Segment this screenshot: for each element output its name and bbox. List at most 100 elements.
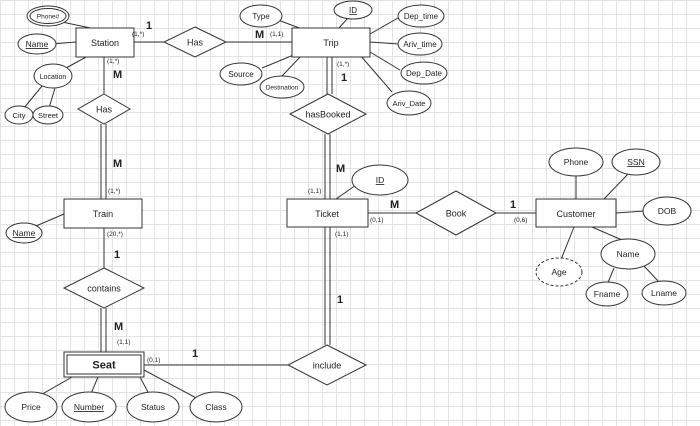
- entity-ticket-label: Ticket: [315, 209, 339, 219]
- entity-trip[interactable]: Trip: [291, 27, 371, 58]
- cardinality-seat-include-range: (0,1): [147, 357, 160, 364]
- attribute-trip-dep-date[interactable]: Dep_Date: [400, 61, 448, 85]
- attribute-name-lname-label: Lname: [651, 288, 677, 298]
- relationship-contains[interactable]: contains: [62, 267, 146, 309]
- relationship-has-station-trip[interactable]: Has: [162, 26, 228, 58]
- line-location-city: [23, 85, 43, 109]
- attribute-station-location[interactable]: Location: [33, 63, 73, 89]
- attribute-trip-id-label: ID: [349, 6, 357, 15]
- attribute-customer-name[interactable]: Name: [600, 238, 656, 270]
- cardinality-trip-booked-1: 1: [341, 72, 347, 84]
- line-station-location: [65, 55, 89, 69]
- attribute-ticket-id-label: ID: [376, 175, 385, 185]
- line-trip-destination: [281, 54, 303, 77]
- attribute-name-lname[interactable]: Lname: [641, 280, 687, 306]
- attribute-customer-phone-label: Phone: [564, 157, 589, 167]
- line-train-name: [35, 213, 65, 227]
- cardinality-labels: 1 (1,*) M (1,1) (1,*) M M (1,*) (1,*) 1 …: [107, 20, 527, 364]
- cardinality-train-contains-range: (20,*): [107, 231, 123, 238]
- attribute-name-fname-label: Fname: [594, 289, 621, 299]
- attribute-customer-phone[interactable]: Phone: [548, 147, 604, 177]
- line-customer-name: [591, 226, 623, 241]
- entity-customer[interactable]: Customer: [535, 198, 617, 228]
- entity-ticket[interactable]: Ticket: [286, 198, 369, 228]
- attribute-location-city-label: City: [13, 111, 26, 120]
- attribute-trip-type[interactable]: Type: [239, 4, 283, 28]
- line-trip-ariv-time: [369, 41, 399, 45]
- connector-lines: [23, 17, 661, 401]
- cardinality-ticket-book-m: M: [390, 199, 399, 211]
- attribute-customer-dob[interactable]: DOB: [642, 196, 692, 226]
- attribute-customer-age[interactable]: Age: [535, 257, 583, 287]
- attribute-seat-status[interactable]: Status: [126, 391, 180, 423]
- attribute-ticket-id[interactable]: ID: [351, 164, 409, 196]
- line-customer-age: [559, 226, 575, 263]
- cardinality-ticket-include-1: 1: [337, 294, 343, 306]
- relationship-has-station-trip-label: Has: [187, 38, 204, 48]
- cardinality-ticket-book-range: (0,1): [370, 217, 383, 224]
- attribute-seat-price[interactable]: Price: [4, 391, 58, 423]
- attribute-location-street[interactable]: Street: [32, 105, 64, 125]
- attribute-station-name[interactable]: Name: [17, 33, 57, 55]
- line-location-street: [48, 87, 56, 109]
- line-name-lname: [643, 265, 661, 284]
- cardinality-train-contains-1: 1: [114, 249, 120, 261]
- entity-customer-label: Customer: [556, 209, 595, 219]
- line-seat-class: [143, 369, 201, 401]
- attribute-trip-ariv-time[interactable]: Ariv_time: [397, 32, 443, 56]
- entity-train-label: Train: [93, 209, 113, 219]
- cardinality-station-down-range: (1,*): [107, 58, 119, 65]
- attribute-trip-destination-label: Destination: [266, 85, 299, 92]
- relationship-book-label: Book: [446, 209, 467, 219]
- attribute-name-fname[interactable]: Fname: [585, 281, 629, 307]
- relationship-book[interactable]: Book: [414, 190, 498, 236]
- attribute-trip-destination[interactable]: Destination: [259, 75, 305, 99]
- line-trip-dep-date: [369, 51, 401, 71]
- line-customer-dob: [615, 210, 645, 214]
- attribute-station-phone-label: Phone#: [37, 14, 60, 21]
- attribute-trip-source[interactable]: Source: [219, 62, 263, 86]
- relationship-has-station-train[interactable]: Has: [76, 93, 132, 125]
- attribute-trip-ariv-date-label: Ariv_Date: [393, 99, 426, 108]
- entity-station[interactable]: Station: [75, 27, 135, 58]
- cardinality-trip-has-range: (1,1): [270, 31, 283, 38]
- line-trip-dep-time: [369, 17, 399, 35]
- relationship-include[interactable]: include: [286, 344, 368, 386]
- attribute-location-city[interactable]: City: [4, 105, 34, 125]
- attribute-customer-ssn-label: SSN: [627, 157, 644, 167]
- attribute-trip-type-label: Type: [252, 12, 270, 21]
- attribute-customer-ssn[interactable]: SSN: [611, 148, 661, 176]
- relationship-hasbooked[interactable]: hasBooked: [288, 93, 368, 135]
- attribute-trip-dep-time-label: Dep_time: [404, 12, 439, 21]
- line-trip-id: [337, 17, 349, 30]
- attribute-seat-number[interactable]: Number: [61, 391, 117, 423]
- attribute-trip-id[interactable]: ID: [333, 0, 373, 20]
- attribute-seat-number-label: Number: [74, 402, 104, 412]
- relationship-has-station-train-label: Has: [96, 105, 113, 115]
- entity-station-label: Station: [91, 38, 119, 48]
- cardinality-seat-contains-range: (1,1): [117, 339, 130, 346]
- entity-train[interactable]: Train: [63, 198, 143, 229]
- attribute-seat-class[interactable]: Class: [189, 391, 243, 423]
- attribute-seat-price-label: Price: [21, 402, 41, 412]
- cardinality-trip-booked-range: (1,*): [337, 61, 349, 68]
- entity-seat[interactable]: Seat: [63, 351, 145, 378]
- attribute-seat-status-label: Status: [141, 402, 165, 412]
- attribute-trip-ariv-date[interactable]: Ariv_Date: [386, 90, 432, 116]
- cardinality-train-has-range: (1,*): [108, 188, 120, 195]
- attribute-station-phone[interactable]: Phone#: [26, 5, 70, 27]
- cardinality-trip-has-m: M: [255, 29, 264, 41]
- attribute-seat-class-label: Class: [205, 402, 226, 412]
- attribute-station-location-label: Location: [40, 74, 67, 81]
- entity-seat-label: Seat: [92, 360, 116, 372]
- line-trip-source: [261, 53, 297, 69]
- attribute-train-name[interactable]: Name: [5, 222, 43, 244]
- attribute-trip-dep-time[interactable]: Dep_time: [397, 4, 445, 28]
- attribute-trip-source-label: Source: [228, 70, 254, 79]
- entity-trip-label: Trip: [323, 38, 338, 48]
- attribute-location-street-label: Street: [38, 111, 59, 120]
- cardinality-seat-contains-m: M: [114, 321, 123, 333]
- cardinality-ticket-include-range: (1,1): [335, 231, 348, 238]
- cardinality-ticket-booked-m: M: [336, 163, 345, 175]
